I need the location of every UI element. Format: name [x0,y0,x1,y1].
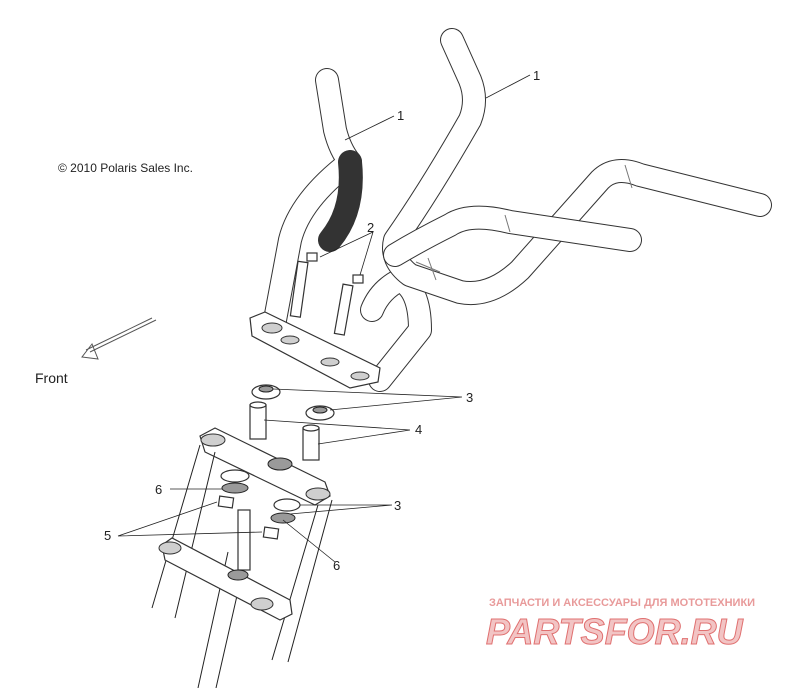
callout-1-right: 1 [533,68,540,83]
riser-bolt-right [333,274,364,336]
nut-left [217,495,235,509]
callout-1-left: 1 [397,108,404,123]
lower-triple-clamp [158,537,293,621]
front-label: Front [35,370,68,386]
bushing-upper-left [251,384,281,400]
callout-6-left: 6 [155,482,162,497]
callout-3-lower: 3 [394,498,401,513]
front-arrow-icon [81,317,157,360]
callout-3-upper: 3 [466,390,473,405]
watermark-tagline: ЗАПЧАСТИ И АКСЕССУАРЫ ДЛЯ МОТОТЕХНИКИ [489,597,755,609]
callout-4: 4 [415,422,422,437]
bushing-lower-left [220,469,250,494]
sleeve-left [249,401,267,440]
upper-triple-clamp [199,427,331,506]
watermark-logo: PARTSFOR.RU [486,611,744,652]
copyright-text: © 2010 Polaris Sales Inc. [58,161,193,175]
nut-right [262,526,280,540]
callout-2: 2 [367,220,374,235]
callout-6-right: 6 [333,558,340,573]
steering-stem [237,509,251,571]
riser-bolt-left [289,252,318,318]
handlebar-right [382,28,772,305]
sleeve-right [302,424,320,461]
riser-base-plate [249,311,381,389]
callout-5: 5 [104,528,111,543]
bushing-lower-right [270,498,301,524]
bushing-upper-right [305,405,335,421]
leader-lines [117,74,531,563]
